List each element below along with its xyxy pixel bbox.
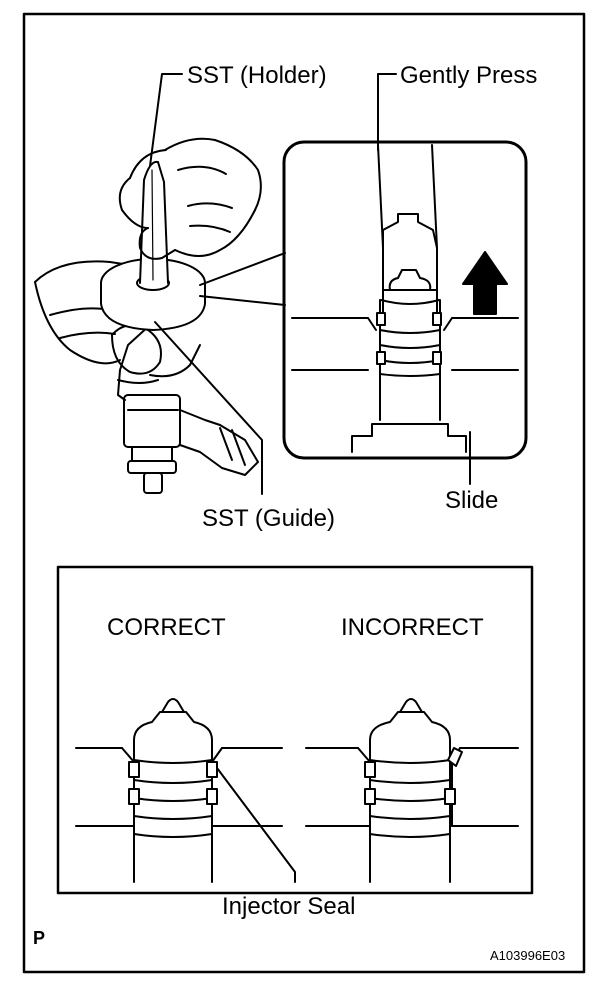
hand-with-tool-illustration [34,137,262,494]
outer-frame [22,12,586,974]
sst-holder-tool [139,160,169,284]
injector-seal-leader [216,767,296,883]
zoom-callout-lines [199,252,286,306]
injector-seal-label: Injector Seal [222,893,355,920]
slide-label: Slide [445,487,498,514]
correct-injector [75,698,283,883]
incorrect-label: INCORRECT [341,614,484,641]
top-leader-lines [149,73,471,495]
comparison-box [56,565,534,895]
sst-guide-label: SST (Guide) [202,505,335,532]
injector-body [117,324,259,494]
sst-holder-label: SST (Holder) [187,62,327,89]
gently-press-label: Gently Press [400,62,537,89]
incorrect-injector [305,698,519,883]
correct-label: CORRECT [107,614,226,641]
figure-code: A103996E03 [490,948,565,963]
slide-direction-arrow [462,251,508,315]
detail-view-box [282,140,528,460]
corner-mark: P [33,928,45,948]
